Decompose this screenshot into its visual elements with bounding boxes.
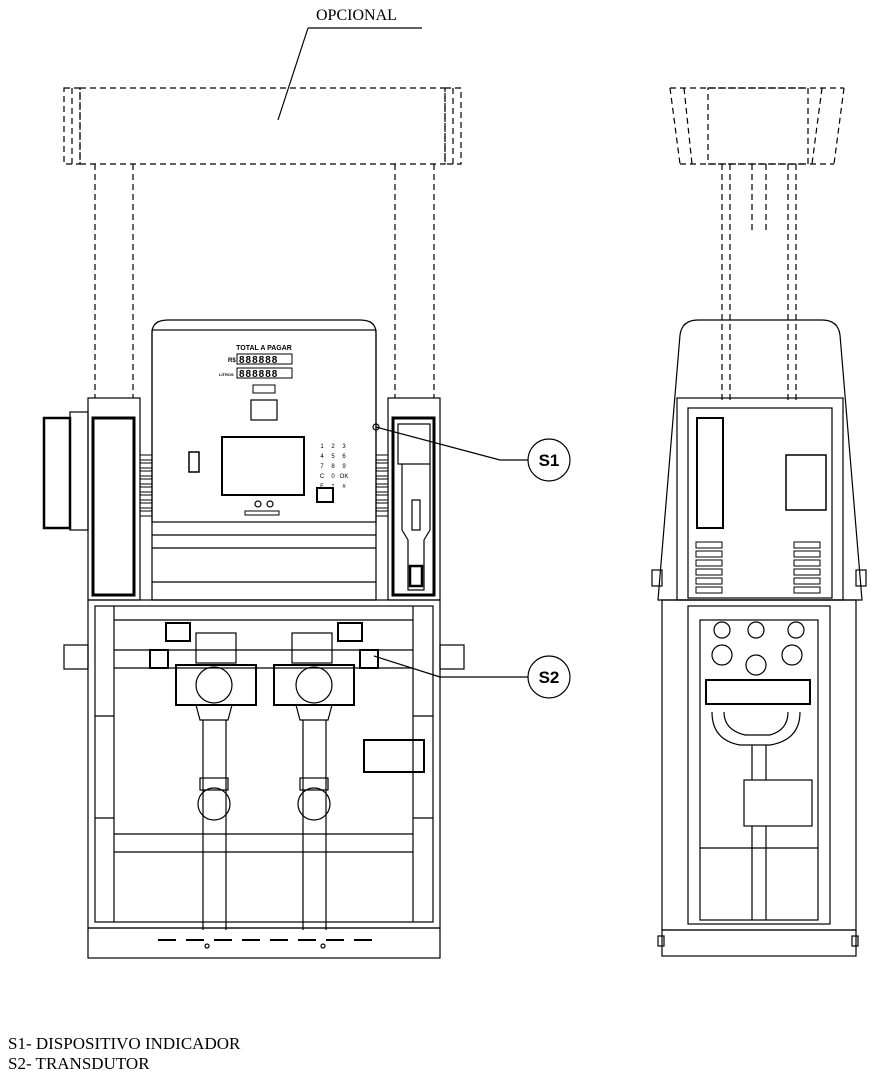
side-upper-housing [651,319,867,601]
display-title: TOTAL A PAGAR [236,345,292,352]
keypad-key: * [332,484,335,490]
keypad-key: # [342,484,346,490]
callout-s1-label: S1 [539,451,560,470]
side-lower-frame [657,599,859,957]
keypad-key: 2 [331,444,335,450]
front-lower-frame [63,599,465,959]
callout-s1-leader [372,423,571,482]
display-currency-label: R$ [228,358,236,364]
optional-leader [277,27,422,121]
keypad-key: 9 [342,464,346,470]
keypad-key: C [320,474,325,480]
keypad-key: 5 [331,454,335,460]
legend: S1- DISPOSITIVO INDICADOR S2- TRANSDUTOR [8,1034,240,1074]
callout-s2-leader [373,655,571,699]
keypad-key: 1 [320,444,324,450]
keypad-key: 4 [320,454,324,460]
keypad-key: 6 [342,454,346,460]
optional-label: OPCIONAL [316,7,397,24]
optional-canopy-front [63,87,462,398]
legend-item-s2: S2- TRANSDUTOR [8,1054,150,1073]
keypad-key: F [320,484,324,490]
display-panel [188,353,334,516]
keypad-key: 3 [342,444,346,450]
optional-canopy-side [669,87,845,400]
display-volume-label: LITROS [219,372,234,377]
meter-assemblies [149,622,379,930]
callout-s2-label: S2 [539,668,560,687]
display-amount-digits: 888888 [239,355,278,366]
keypad-key: 0 [331,474,335,480]
display-volume-digits: 888888 [239,369,278,380]
keypad-key: OK [340,474,349,480]
keypad-key: 7 [320,464,324,470]
keypad-key: 8 [331,464,335,470]
legend-item-s1: S1- DISPOSITIVO INDICADOR [8,1034,241,1053]
